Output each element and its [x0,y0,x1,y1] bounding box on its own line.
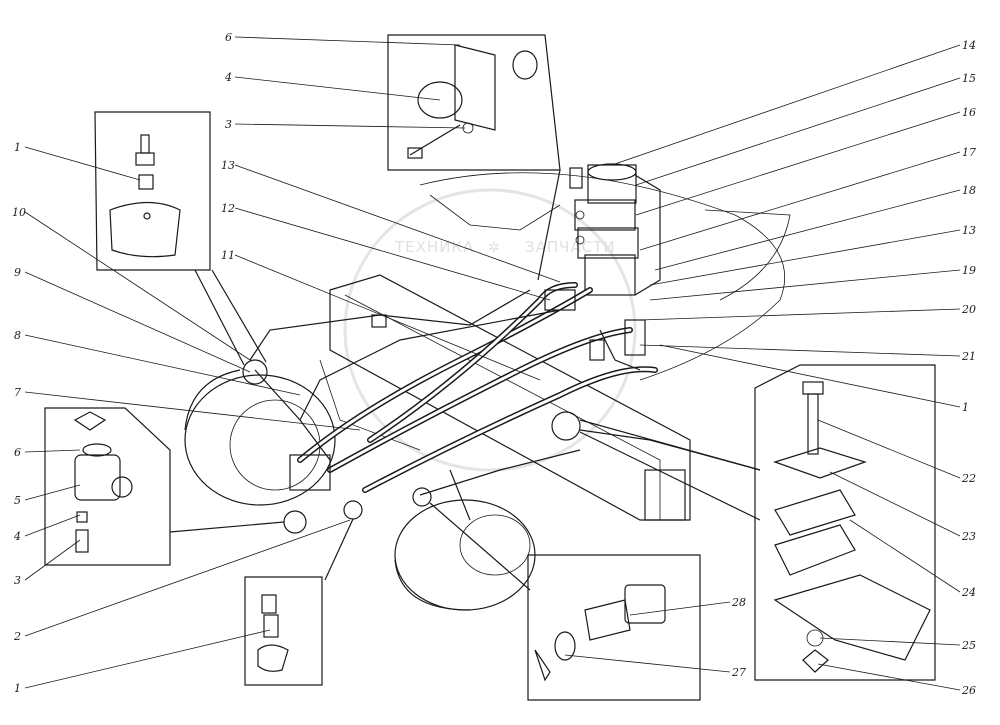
callout-3b: 3 [225,118,232,131]
callout-2: 2 [13,630,21,643]
callout-24: 24 [961,586,976,599]
callout-3a: 3 [14,574,21,587]
callout-27: 27 [731,666,746,679]
callout-26: 26 [961,684,976,697]
callout-1c: 1 [962,401,969,414]
hoses [249,282,761,521]
callout-22: 22 [961,472,976,485]
callout-10: 10 [12,206,26,219]
detail-box-bottom-center [527,554,701,701]
gear-icon: ✲ [488,241,500,256]
callout-1a: 1 [14,141,21,154]
detail-box-left [44,407,171,566]
callout-4a: 4 [13,530,21,543]
callout-18: 18 [962,184,976,197]
callout-13a: 13 [221,159,235,172]
watermark-left-text: ТЕХНИКА [394,238,474,256]
callout-20: 20 [961,303,976,316]
callout-12: 12 [221,202,235,215]
callout-21: 21 [961,350,976,363]
watermark: ТЕХНИКА ЗАПЧАСТИ ✲ [343,188,637,472]
callout-labels: 1 10 9 8 7 6 5 4 3 2 1 6 4 3 13 12 11 14… [12,31,976,697]
leader-lines [24,36,961,691]
callout-19: 19 [962,264,976,277]
detail-box-right [754,364,936,681]
callout-9: 9 [14,266,21,279]
detail-box-bottom-left [244,576,323,686]
callout-11: 11 [221,249,235,262]
callout-14: 14 [962,39,976,52]
callout-8: 8 [14,329,21,342]
watermark-right-text: ЗАПЧАСТИ [525,238,616,256]
callout-16: 16 [962,106,976,119]
callout-25: 25 [961,639,976,652]
callout-17: 17 [962,146,976,159]
callout-6b: 6 [225,31,232,44]
callout-15: 15 [962,72,976,85]
callout-1b: 1 [14,682,21,695]
callout-5: 5 [14,494,21,507]
detail-connectors [169,169,761,591]
detail-box-top [387,34,561,171]
callout-28: 28 [731,596,746,609]
detail-box-upper-left [94,111,211,271]
callout-6a: 6 [14,446,21,459]
callout-7: 7 [14,386,21,399]
vehicle-frame [184,172,791,611]
compressor [569,163,661,296]
callout-13b: 13 [962,224,976,237]
callout-23: 23 [961,530,976,543]
callout-4b: 4 [224,71,232,84]
detail-markers [242,359,581,534]
